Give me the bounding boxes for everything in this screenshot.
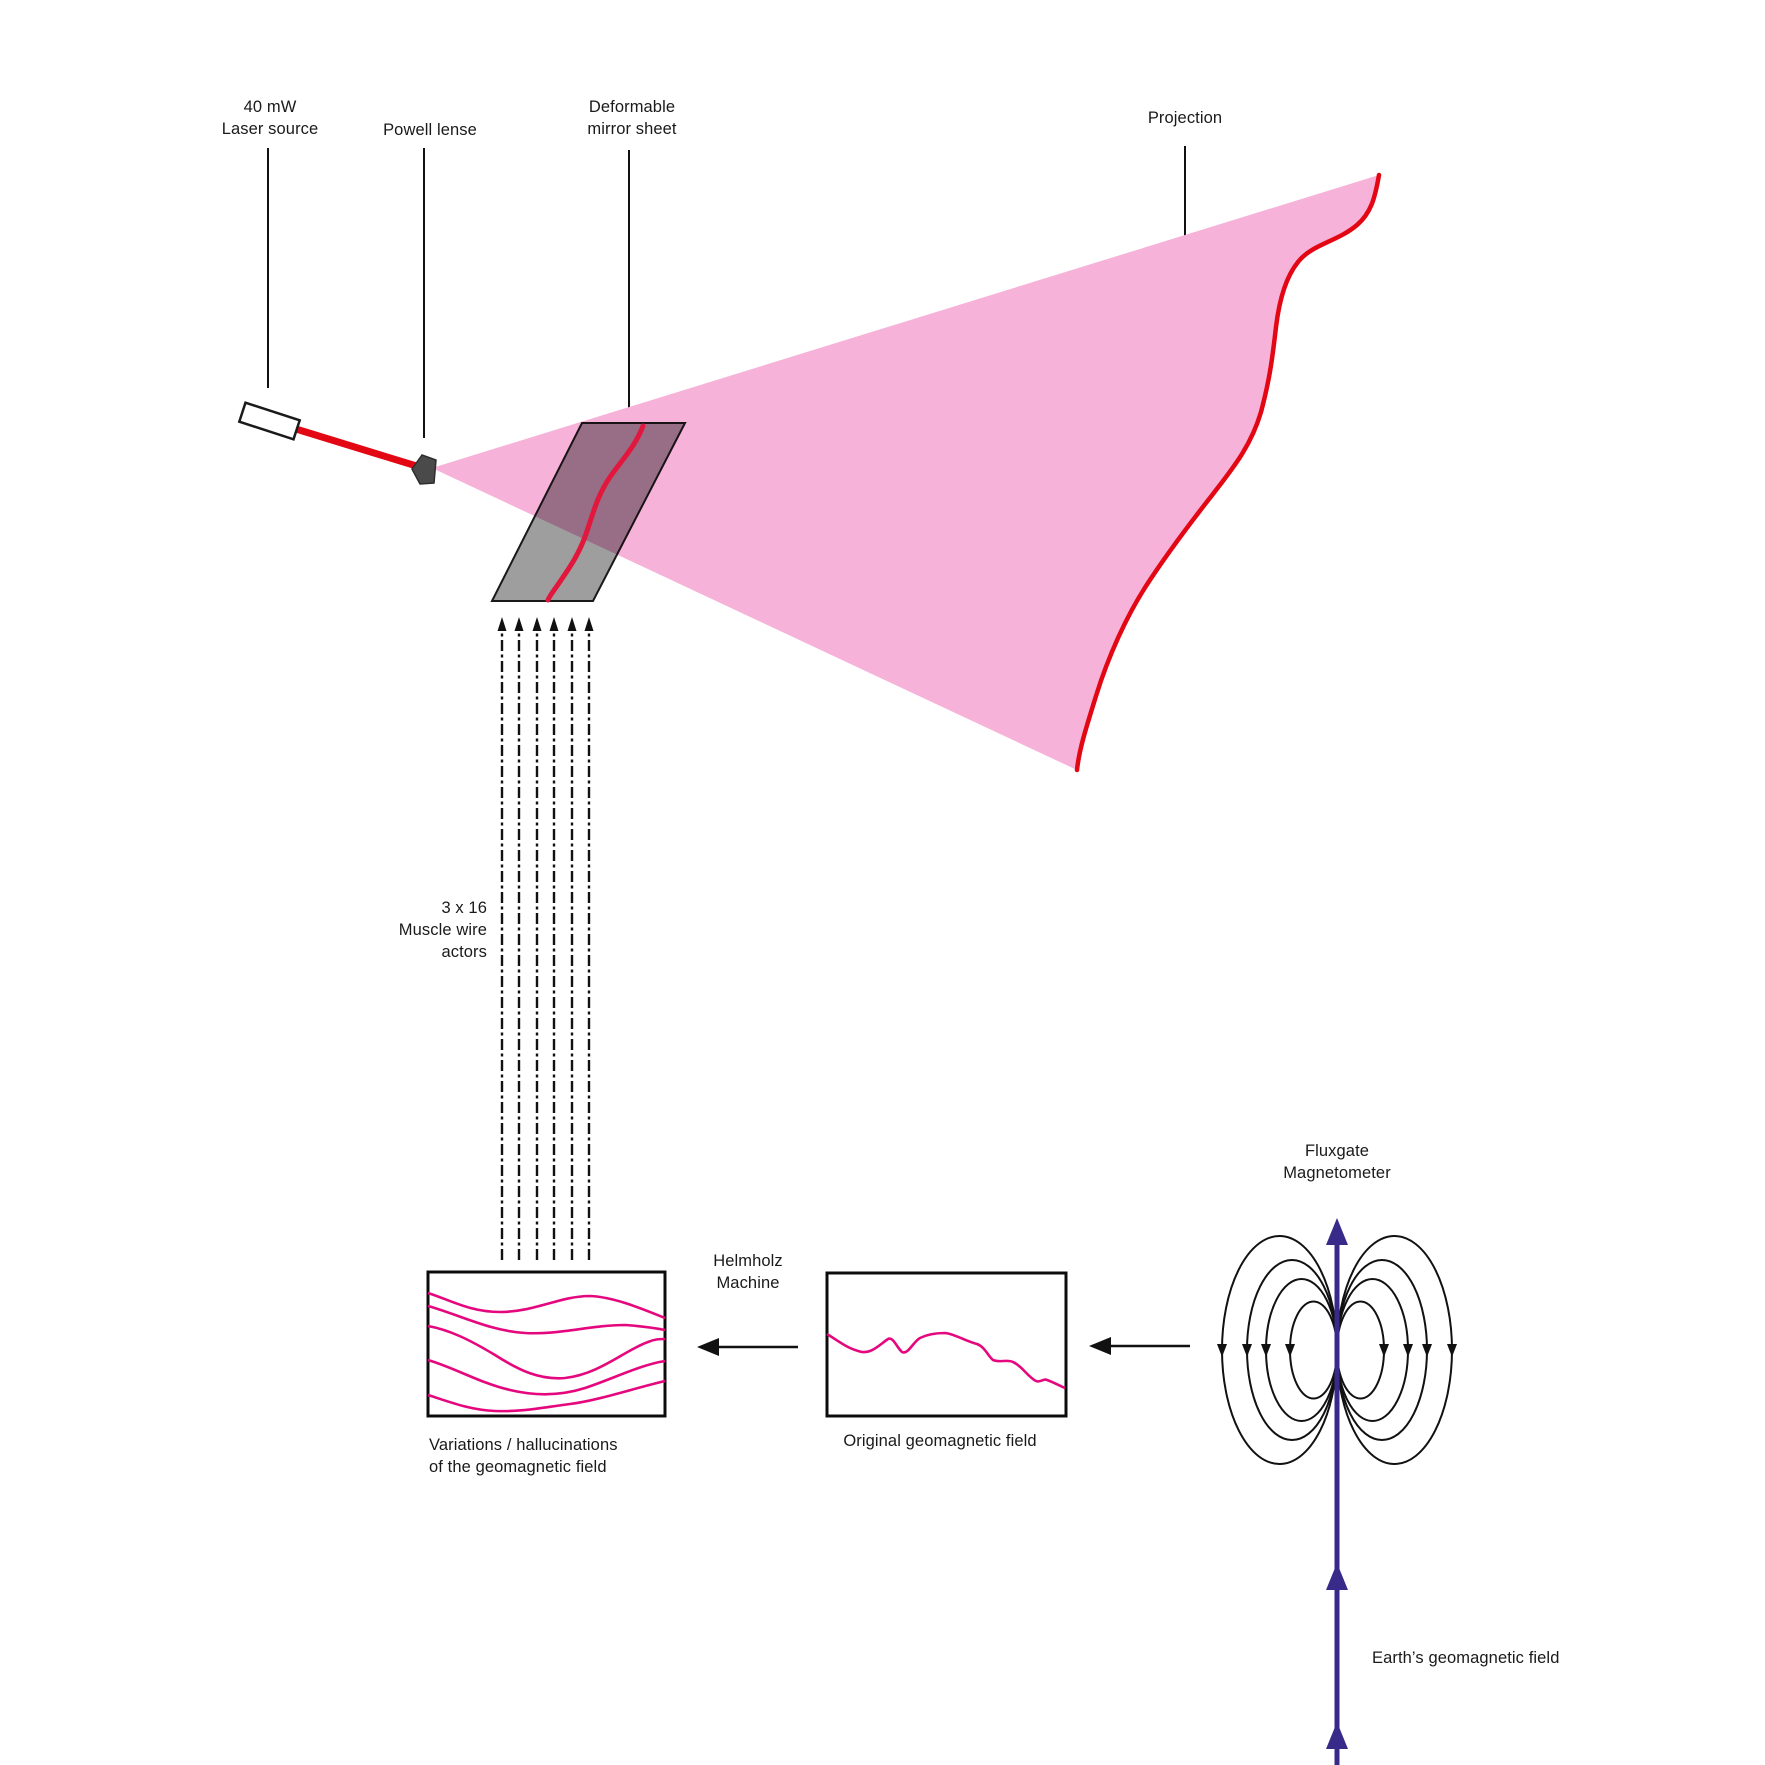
arrow-up-icon [567,617,577,631]
arrow-up-icon [549,617,559,631]
wave-line [427,1291,666,1320]
arrow-down-icon [1403,1344,1413,1357]
original-field-wave [826,1331,1066,1390]
wave-line [427,1324,666,1380]
arrow-down-icon [1422,1344,1432,1357]
laser-beam [294,425,425,472]
variations-waves [427,1291,666,1413]
wave-line [427,1379,666,1413]
wave-line [427,1304,666,1335]
arrow-down-icon [1379,1344,1389,1357]
earth-field-label: Earth’s geomagnetic field [1372,1649,1560,1667]
field-ellipse [1336,1278,1409,1422]
dipole-arrowheads [1217,1344,1457,1357]
field-ellipse [1336,1300,1385,1400]
variations-label: Variations / hallucinations of the geoma… [429,1436,618,1476]
helmholz-machine-label: Helmholz Machine [713,1252,783,1292]
fluxgate-magnetometer-label: Fluxgate Magnetometer [1283,1142,1391,1182]
wave-line [427,1358,666,1396]
earth-field-arrow [1326,1218,1348,1765]
projection-beam-fan [432,175,1379,770]
arrow-down-icon [1447,1344,1457,1357]
mirror-laser-line [545,423,646,603]
powell-lense-label: Powell lense [383,121,477,139]
arrow-up-icon [1326,1563,1348,1590]
arrow-down-icon [1285,1344,1295,1357]
muscle-wire-label: 3 x 16 Muscle wire actors [398,899,487,961]
arrow-up-icon [514,617,524,631]
deformable-mirror-label: Deformable mirror sheet [587,98,677,138]
arrow-up-icon [497,617,507,631]
arrow-left-icon [1089,1337,1111,1355]
arrow-up-icon [1326,1218,1348,1245]
arrow-up-icon [1326,1722,1348,1749]
field-ellipse [1265,1278,1338,1422]
arrow-left-icon [697,1338,719,1356]
arrow-down-icon [1261,1344,1271,1357]
projection-curve [1074,172,1382,773]
arrow-down-icon [1217,1344,1227,1357]
arrow-down-icon [1242,1344,1252,1357]
muscle-wire-arrows [500,628,591,1260]
deformable-mirror-sheet [490,422,687,602]
field-ellipse [1336,1235,1453,1465]
projection-assembly [432,172,1382,773]
arrow-up-icon [532,617,542,631]
original-field-label: Original geomagnetic field [843,1432,1037,1450]
projection-label: Projection [1147,109,1223,127]
arrow-up-icon [584,617,594,631]
field-ellipse [1221,1235,1338,1465]
original-field-box [825,1271,1068,1418]
powell-lens [411,454,437,485]
field-ellipse [1289,1300,1338,1400]
muscle-wire-arrowheads [497,617,594,631]
laser-source [237,401,302,441]
laser-source-label: 40 mW Laser source [221,98,319,138]
